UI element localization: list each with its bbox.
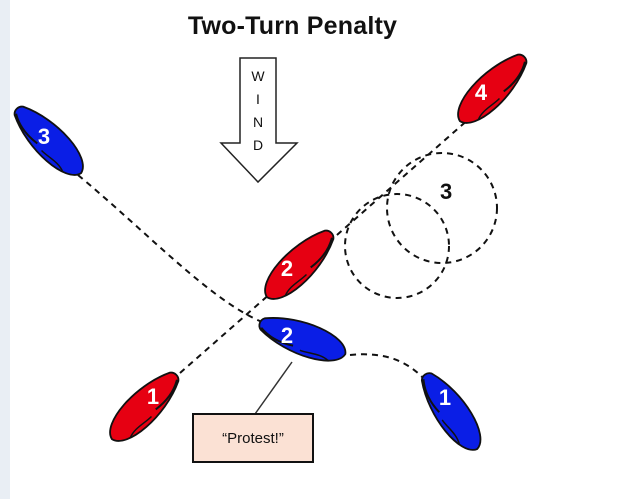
protest-label: “Protest!” xyxy=(222,430,284,447)
blue-boat-2 xyxy=(253,306,352,371)
wind-letter: I xyxy=(256,91,260,107)
blue-boat-3 xyxy=(10,96,94,186)
blue-boat-1-label: 1 xyxy=(439,385,451,410)
wind-letter: W xyxy=(251,68,265,84)
penalty-circle-1 xyxy=(344,193,450,299)
blue-boat-2-label: 2 xyxy=(281,323,293,348)
diagram-canvas: Two-Turn Penalty 3 W xyxy=(10,0,636,499)
protest-box xyxy=(192,413,314,463)
blue-boat-track xyxy=(77,174,426,381)
diagram-svg: 3 W I N D 1 2 xyxy=(10,44,537,463)
red-boat-4-label: 4 xyxy=(475,80,488,105)
blue-boat-3-label: 3 xyxy=(38,124,50,149)
red-boat-2-label: 2 xyxy=(281,256,293,281)
penalty-circle-2 xyxy=(386,152,498,264)
page-title: Two-Turn Penalty xyxy=(187,12,398,40)
red-boat-1 xyxy=(99,362,189,452)
blue-boat-1 xyxy=(411,364,492,460)
red-boat-track xyxy=(179,117,471,374)
wind-letter: N xyxy=(253,114,263,130)
protest-callout-line xyxy=(254,361,293,415)
penalty-circles xyxy=(344,152,498,299)
red-boat-4 xyxy=(447,44,537,134)
wind-arrow-icon: W I N D xyxy=(219,57,299,184)
wind-letter: D xyxy=(253,137,263,153)
red-boat-2 xyxy=(254,220,344,310)
penalty-circle-label: 3 xyxy=(440,179,452,204)
red-boat-1-label: 1 xyxy=(147,384,159,409)
